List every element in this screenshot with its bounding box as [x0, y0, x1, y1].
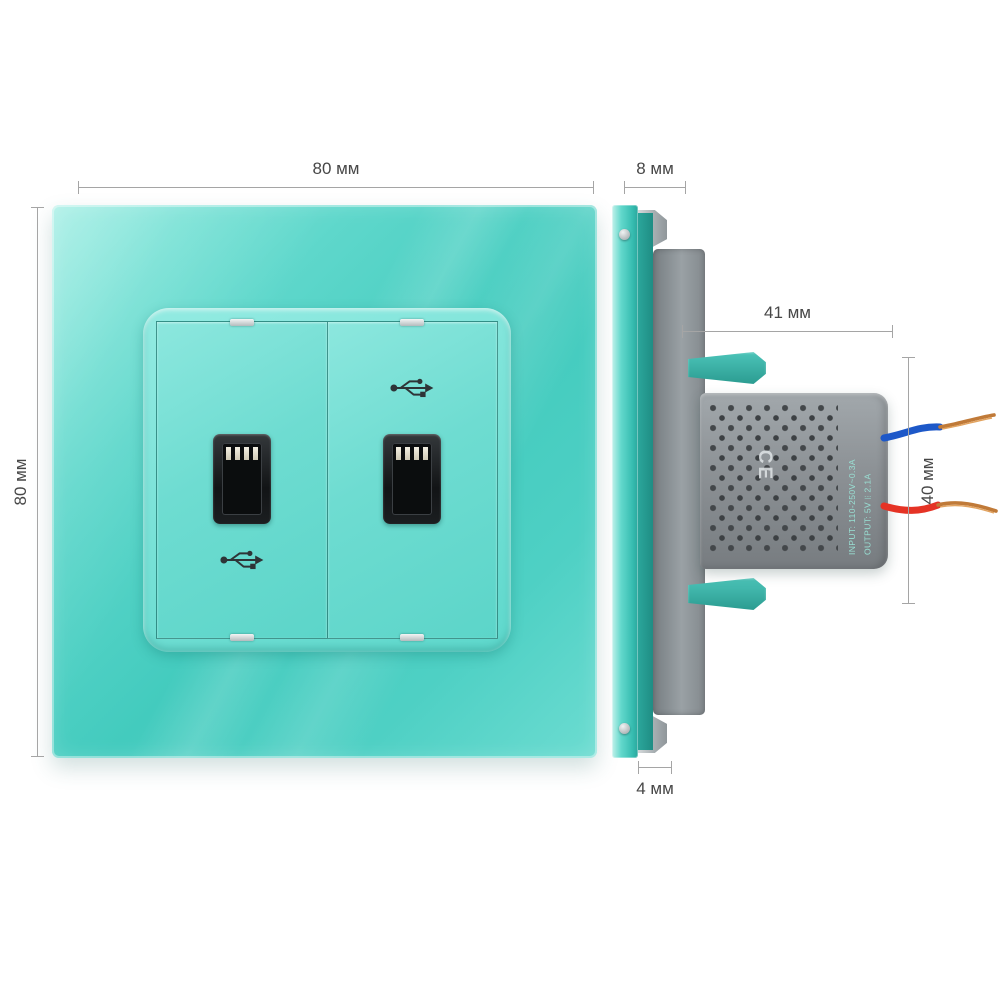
dimension-tick: [685, 181, 686, 194]
usb-pin: [396, 447, 402, 460]
mounting-frame-column: [653, 249, 705, 715]
module-key-right: [326, 319, 498, 641]
dimension-glass-edge: 4 мм: [636, 761, 674, 798]
usb-port-left: [212, 434, 271, 524]
power-spec-line1: INPUT: 110-250V~0.3A: [847, 459, 858, 555]
dimension-line: [682, 331, 893, 332]
wire-red-copper-strand: [939, 504, 995, 514]
wire-red: [880, 501, 942, 514]
dimension-tick: [671, 761, 672, 774]
dimension-side-thickness: 8 мм: [624, 159, 686, 194]
usb-pin: [252, 447, 258, 460]
usb-port-right: [383, 434, 442, 524]
usb-pin: [423, 447, 429, 460]
clip-icon: [400, 319, 425, 326]
clip-icon: [400, 634, 425, 641]
dimension-tick: [902, 357, 915, 358]
dimension-tick: [31, 756, 44, 757]
wire-blue: [880, 423, 944, 442]
dimension-front-height: 80 мм: [11, 207, 44, 757]
dimension-module-height: 40 мм: [902, 357, 937, 604]
dimension-line: [624, 187, 686, 188]
ventilation-holes: [710, 405, 838, 555]
dimension-tick: [682, 325, 683, 338]
module-plate: [156, 319, 498, 641]
dimension-label-front-height: 80 мм: [11, 458, 30, 506]
dimension-label-glass-edge: 4 мм: [636, 779, 674, 798]
connection-wires: [880, 413, 998, 514]
power-module-housing: CE INPUT: 110-250V~0.3A OUTPUT: 5V⎓2.1A: [700, 393, 888, 569]
dimension-label-module-depth: 41 мм: [763, 303, 812, 322]
usb-pin: [225, 447, 231, 460]
dimension-tick: [31, 207, 44, 208]
wire-blue-copper-tip: [938, 413, 996, 429]
dimension-label-side-thickness: 8 мм: [636, 159, 674, 178]
side-view: CE INPUT: 110-250V~0.3A OUTPUT: 5V⎓2.1A: [612, 205, 900, 758]
dimension-tick: [892, 325, 893, 338]
dimension-tick: [638, 761, 639, 774]
power-spec-text: INPUT: 110-250V~0.3A OUTPUT: 5V⎓2.1A: [845, 407, 876, 555]
dimension-line: [908, 357, 909, 604]
glass-panel-front: [52, 205, 597, 758]
screw-icon: [619, 723, 630, 734]
dimension-line: [37, 207, 38, 757]
frame-back-plate: [638, 213, 653, 750]
dimension-module-depth: 41 мм: [682, 303, 893, 338]
wire-red-copper-tip: [936, 501, 998, 513]
dimension-tick: [593, 181, 594, 194]
usb-contacts: [225, 447, 258, 460]
dimension-tick: [78, 181, 79, 194]
usb-pin: [234, 447, 240, 460]
usb-pin: [405, 447, 411, 460]
dimension-label-front-width: 80 мм: [312, 159, 360, 178]
usb-pin: [243, 447, 249, 460]
dimension-line: [78, 187, 594, 188]
ce-mark: CE: [754, 449, 776, 483]
power-spec-line2: OUTPUT: 5V⎓2.1A: [862, 473, 873, 555]
usb-port-opening: [392, 443, 433, 515]
module-key-left: [156, 319, 328, 641]
usb-contacts: [396, 447, 429, 460]
usb-icon: [220, 550, 264, 570]
dimension-line: [638, 767, 672, 768]
dimension-tick: [902, 603, 915, 604]
dimension-tick: [624, 181, 625, 194]
usb-pin: [414, 447, 420, 460]
usb-socket-module: [143, 308, 511, 652]
screw-icon: [619, 229, 630, 240]
usb-port-opening: [221, 443, 262, 515]
glass-panel-side: [612, 205, 638, 758]
dimension-front-width: 80 мм: [78, 159, 594, 194]
clip-icon: [229, 634, 254, 641]
clip-icon: [229, 319, 254, 326]
usb-icon: [390, 378, 434, 398]
dimension-label-module-height: 40 мм: [918, 456, 937, 505]
wire-blue-copper-strand: [941, 417, 993, 430]
